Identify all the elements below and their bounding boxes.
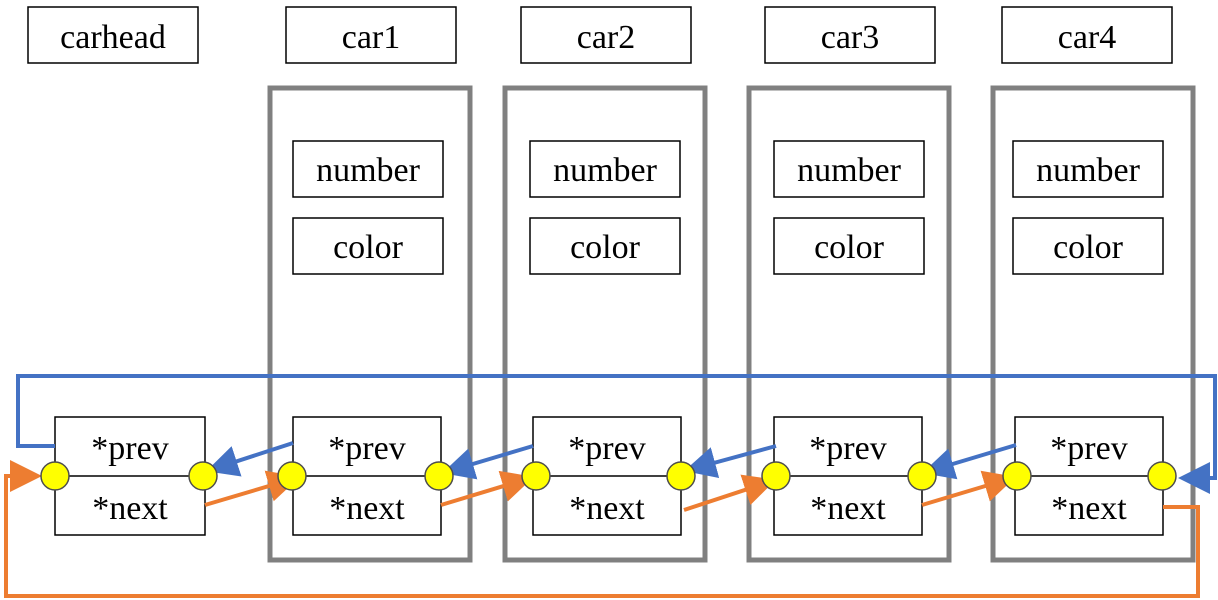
prev-link-car2 (442, 444, 534, 480)
car3-color-field: color (814, 229, 885, 266)
car4-prev-dot (1002, 461, 1032, 491)
car3-next-label: *next (810, 490, 886, 527)
car3-title: car3 (821, 19, 880, 56)
struct-containers (267, 85, 1196, 563)
pointer-boxes: *prev *next *prev *next *prev *next *pre… (54, 416, 1164, 536)
car1-struct (267, 85, 473, 563)
car1-title-box (285, 6, 457, 64)
car3-title-box (764, 6, 936, 64)
car1-next-dot (424, 461, 454, 491)
car2-color-field: color (570, 229, 641, 266)
car3-prev-dot (761, 461, 791, 491)
field-boxes: number color number color number color n… (292, 140, 1164, 275)
car4-title: car4 (1058, 19, 1117, 56)
car4-next-label: *next (1051, 490, 1127, 527)
car4-struct (990, 85, 1196, 563)
prev-link-car1 (206, 441, 294, 477)
car1-title: car1 (342, 19, 401, 56)
prev-link-car4 (922, 443, 1017, 480)
car4-next-dot (1147, 461, 1177, 491)
car2-prev-dot (521, 461, 551, 491)
car1-prev-label: *prev (328, 430, 405, 467)
car4-color-field: color (1053, 229, 1124, 266)
carhead-title: carhead (60, 19, 166, 56)
carhead-next-label: *next (92, 490, 168, 527)
carhead-title-box (27, 6, 199, 64)
car4-prev-label: *prev (1050, 430, 1127, 467)
car3-next-dot (907, 461, 937, 491)
car4-number-box (1012, 140, 1164, 198)
car4-title-box (1001, 6, 1173, 64)
next-links (4, 460, 1200, 598)
car2-color-box (529, 217, 681, 275)
car3-prev-label: *prev (809, 430, 886, 467)
car2-prev-label: *prev (568, 430, 645, 467)
car2-title-box (520, 6, 692, 64)
car2-number-field: number (553, 152, 658, 189)
pointer-dots (40, 461, 1177, 491)
car3-struct (746, 85, 952, 563)
next-link-car3 (921, 470, 1016, 507)
car2-struct (502, 85, 708, 563)
prev-link-car3 (684, 444, 777, 479)
next-link-car1 (440, 470, 534, 507)
title-boxes: carhead car1 car2 car3 car4 (27, 6, 1173, 64)
car1-next-label: *next (329, 490, 405, 527)
car2-number-box (529, 140, 681, 198)
car4-number-field: number (1036, 152, 1141, 189)
next-link-car2 (683, 474, 776, 512)
car1-color-field: color (333, 229, 404, 266)
carhead-prev-dot (40, 461, 70, 491)
next-link-car4-wrap (4, 460, 1200, 598)
car1-prev-dot (277, 461, 307, 491)
carhead-prev-label: *prev (91, 430, 168, 467)
car3-number-field: number (797, 152, 902, 189)
carhead-next-dot (188, 461, 218, 491)
car2-next-dot (666, 461, 696, 491)
car1-number-box (292, 140, 444, 198)
car3-number-box (773, 140, 925, 198)
prev-link-carhead-wrap (16, 374, 1217, 494)
car2-title: car2 (577, 19, 636, 56)
car1-color-box (292, 217, 444, 275)
car4-color-box (1012, 217, 1164, 275)
car3-color-box (773, 217, 925, 275)
prev-links (16, 374, 1217, 494)
car1-number-field: number (316, 152, 421, 189)
car2-next-label: *next (569, 490, 645, 527)
